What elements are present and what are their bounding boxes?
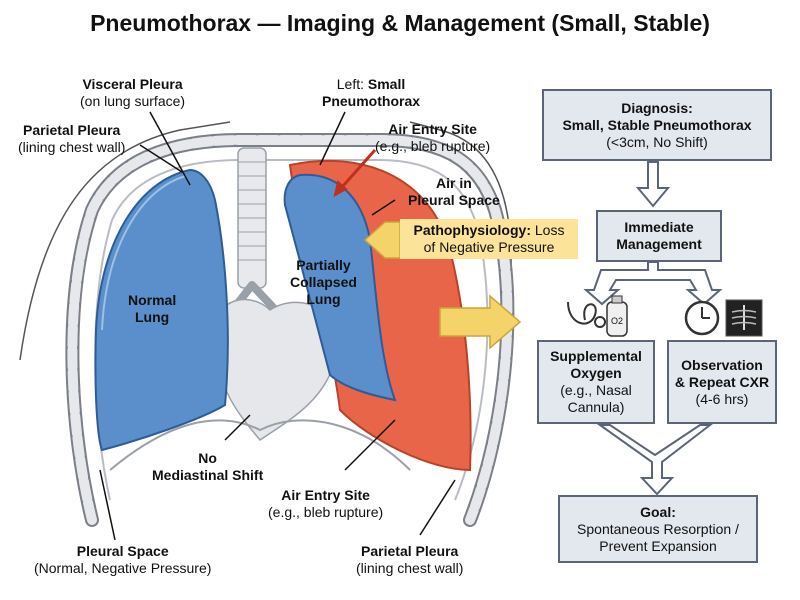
leader-small-ptx <box>319 111 346 166</box>
o2-symbol: O2 <box>611 316 624 326</box>
leader-pleural-space <box>99 469 116 541</box>
diaphragm <box>109 419 411 471</box>
arrow-immediate-split <box>583 261 723 306</box>
supplemental-oxygen-box: Supplemental Oxygen (e.g., Nasal Cannula… <box>537 340 655 424</box>
xray-icon <box>725 299 763 337</box>
leader-parietal-bottom <box>419 479 456 536</box>
leader-parietal-top <box>139 144 183 173</box>
leader-air-entry-bottom <box>344 419 396 471</box>
arrow-diagnosis-to-immediate <box>635 161 671 208</box>
diagnosis-box: Diagnosis: Small, Stable Pneumothorax (<… <box>542 89 772 161</box>
arrow-merge-to-goal <box>596 424 713 496</box>
label-air-entry-bottom: Air Entry Site(e.g., bleb rupture) <box>268 487 384 520</box>
clock-icon <box>684 300 720 336</box>
observation-repeat-cxr-box: Observation & Repeat CXR (4-6 hrs) <box>667 340 777 424</box>
leader-air-pleural <box>371 199 396 216</box>
leader-no-shift <box>224 414 251 441</box>
air-entry-arrowhead <box>333 180 348 197</box>
label-pleural-space: Pleural Space(Normal, Negative Pressure) <box>34 543 212 576</box>
leader-visceral <box>149 111 191 186</box>
immediate-management-box: Immediate Management <box>596 210 722 262</box>
normal-lung <box>94 168 229 452</box>
oxygen-tank-icon <box>606 295 628 337</box>
label-parietal-pleura-bottom: Parietal Pleura(lining chest wall) <box>356 543 464 576</box>
page-title: Pneumothorax — Imaging & Management (Sma… <box>90 10 710 36</box>
label-parietal-pleura-top: Parietal Pleura(lining chest wall) <box>18 122 126 155</box>
stethoscope-icon <box>567 301 606 328</box>
visceral-pleura-line <box>101 175 187 331</box>
goal-box: Goal: Spontaneous Resorption / Prevent E… <box>558 495 758 563</box>
transition-arrow <box>439 294 522 350</box>
label-air-entry-top: Air Entry Site(e.g., bleb rupture) <box>375 121 491 154</box>
collapsed-lung <box>283 173 397 402</box>
label-visceral-pleura: Visceral Pleura(on lung surface) <box>80 76 186 109</box>
